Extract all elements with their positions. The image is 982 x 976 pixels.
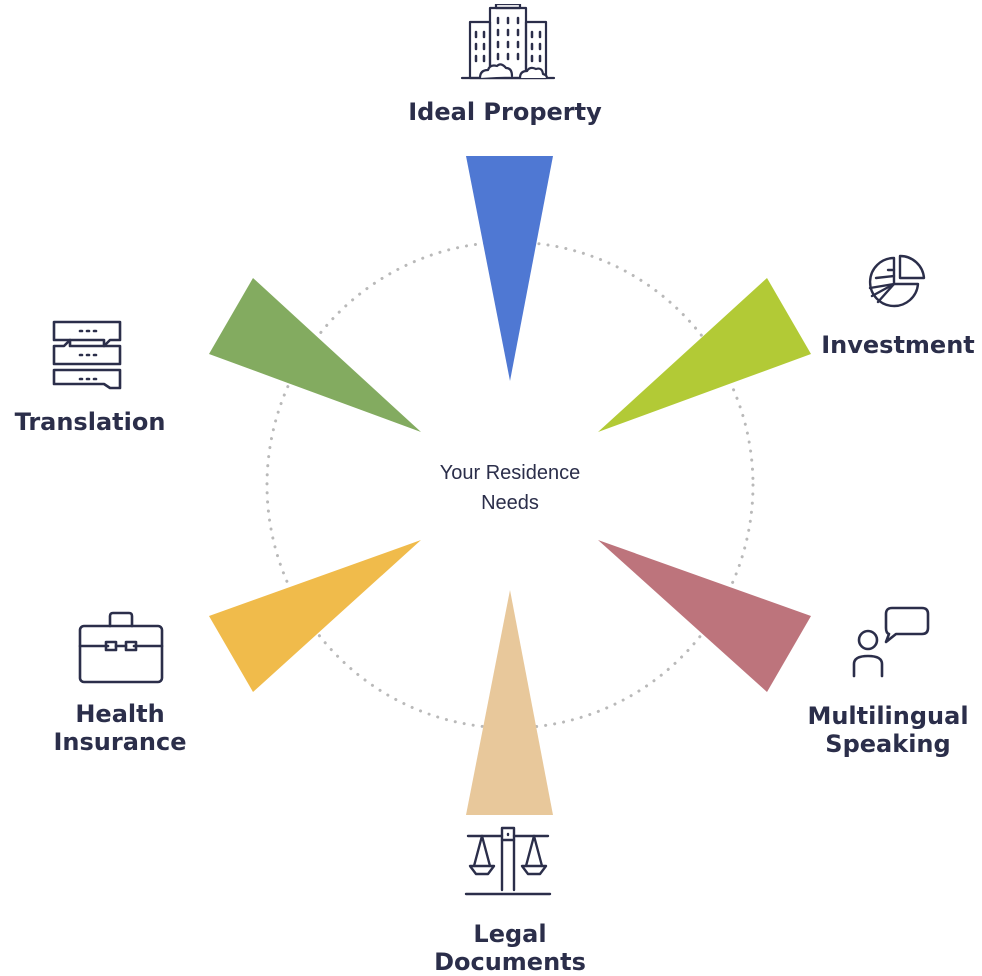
wedge-multilingual-speaking: [598, 540, 811, 692]
label-health-insurance-line2: Insurance: [53, 728, 187, 756]
label-investment: Investment: [821, 331, 975, 359]
wedge-legal-documents: [466, 590, 553, 815]
wedge-investment: [598, 278, 811, 432]
label-ideal-property: Ideal Property: [408, 98, 602, 126]
label-legal-documents-line1: Legal: [473, 920, 547, 948]
wedge-ideal-property: [466, 156, 553, 381]
center-label-line2: Needs: [481, 492, 539, 514]
chat-bubbles-icon: [50, 318, 126, 392]
briefcase-icon: [76, 608, 166, 686]
wedge-health-insurance: [209, 540, 421, 692]
speaker-chat-icon: [846, 604, 932, 680]
label-multilingual-speaking-line2: Speaking: [825, 730, 951, 758]
label-health-insurance: Health Insurance: [20, 700, 220, 756]
label-health-insurance-line1: Health: [75, 700, 165, 728]
label-legal-documents-line2: Documents: [434, 948, 586, 976]
pie-chart-icon: [862, 254, 928, 310]
label-multilingual-speaking-line1: Multilingual: [807, 702, 969, 730]
center-label: Your Residence Needs: [390, 458, 630, 518]
label-legal-documents: Legal Documents: [390, 920, 630, 976]
building-icon: [458, 4, 558, 82]
label-multilingual-speaking: Multilingual Speaking: [790, 702, 982, 758]
label-translation: Translation: [14, 408, 166, 436]
scales-icon: [462, 826, 554, 898]
wedge-translation: [209, 278, 421, 432]
center-label-line1: Your Residence: [439, 462, 581, 484]
